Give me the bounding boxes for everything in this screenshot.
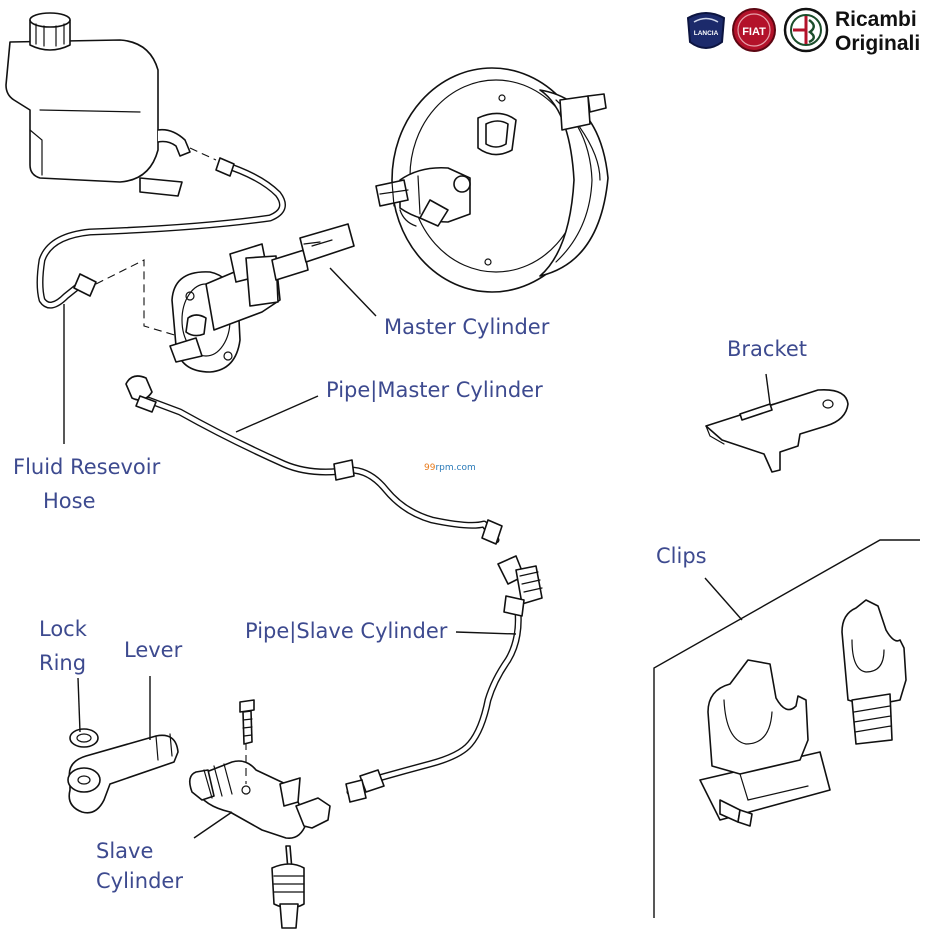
lever-part bbox=[67, 733, 179, 814]
label-slave-cylinder-line1: Slave bbox=[96, 839, 153, 863]
watermark-prefix: 99 bbox=[424, 463, 436, 473]
master-cylinder bbox=[169, 223, 355, 373]
bracket-part bbox=[705, 388, 849, 473]
label-slave-cylinder-line2: Cylinder bbox=[96, 869, 183, 893]
brand-logos: LANCIA FIAT Ricambi Originali bbox=[686, 7, 920, 55]
clips-part bbox=[653, 539, 920, 918]
alfa-romeo-logo bbox=[783, 7, 829, 53]
fiat-logo-text: FIAT bbox=[742, 26, 766, 38]
brake-booster bbox=[375, 67, 609, 293]
clip-large bbox=[699, 659, 831, 827]
label-pipe-master-cylinder: Pipe|Master Cylinder bbox=[326, 378, 543, 403]
pipe-master-cylinder bbox=[125, 375, 503, 545]
lancia-logo-text: LANCIA bbox=[694, 30, 719, 37]
label-fluid-reservoir-hose-line2: Hose bbox=[43, 489, 96, 513]
brand-text-originali: Originali bbox=[835, 32, 920, 55]
watermark-99rpm: 99rpm.com bbox=[424, 463, 476, 473]
watermark-domain: .com bbox=[454, 463, 476, 473]
label-lock-ring-line2: Ring bbox=[39, 651, 86, 675]
lock-ring-part bbox=[69, 728, 99, 748]
brand-text-ricambi: Ricambi bbox=[835, 8, 917, 31]
fluid-reservoir-hose bbox=[36, 147, 286, 337]
label-fluid-reservoir-hose-line1: Fluid Resevoir bbox=[13, 455, 161, 479]
label-pipe-slave-cylinder: Pipe|Slave Cylinder bbox=[245, 619, 448, 644]
fluid-reservoir bbox=[5, 12, 191, 197]
clip-small bbox=[841, 599, 907, 745]
fiat-logo: FIAT bbox=[732, 8, 776, 52]
watermark-suffix: rpm bbox=[435, 463, 453, 473]
pipe-slave-cylinder bbox=[345, 555, 543, 803]
label-lock-ring-line1: Lock bbox=[39, 617, 88, 641]
leader-lines bbox=[63, 267, 771, 839]
label-bracket: Bracket bbox=[727, 337, 807, 361]
slave-cylinder-part bbox=[188, 699, 331, 929]
label-master-cylinder: Master Cylinder bbox=[384, 315, 550, 339]
part-labels: Master Cylinder Pipe|Master Cylinder Bra… bbox=[13, 315, 807, 893]
lancia-logo: LANCIA bbox=[686, 12, 726, 49]
label-lever: Lever bbox=[124, 638, 183, 662]
label-clips: Clips bbox=[656, 544, 707, 568]
